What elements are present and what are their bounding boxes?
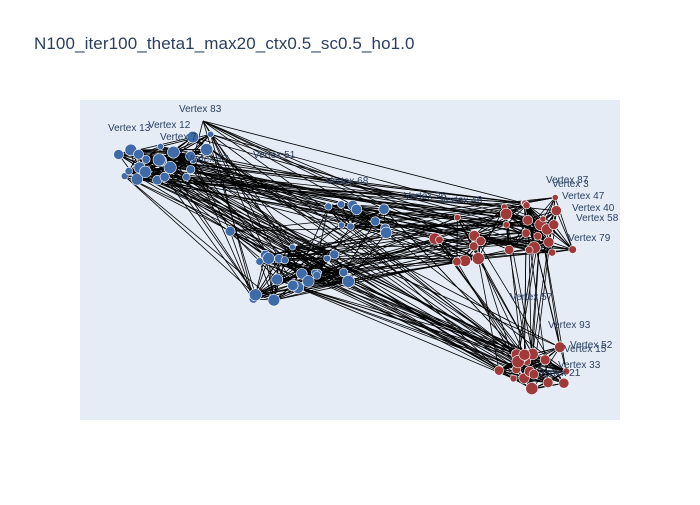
graph-node[interactable] [324,255,331,262]
graph-node[interactable] [351,204,362,215]
graph-node[interactable] [288,280,299,291]
graph-node[interactable] [559,378,569,388]
graph-node[interactable] [325,203,332,210]
vertex-label: Vertex 46 [440,195,483,206]
graph-node[interactable] [552,194,558,200]
vertex-label: Vertex 57 [510,292,553,303]
vertex-label: Vertex 58 [576,213,619,224]
graph-node[interactable] [469,242,478,251]
graph-node[interactable] [544,237,554,247]
graph-node[interactable] [569,246,577,254]
graph-node[interactable] [540,355,550,365]
graph-node[interactable] [519,349,530,360]
graph-node[interactable] [268,294,280,306]
graph-node[interactable] [503,222,510,229]
graph-node[interactable] [436,236,444,244]
graph-node[interactable] [534,232,542,240]
graph-node[interactable] [125,167,133,175]
graph-node[interactable] [134,149,144,159]
chart-title: N100_iter100_theta1_max20_ctx0.5_sc0.5_h… [34,34,415,54]
graph-node[interactable] [140,166,152,178]
graph-node[interactable] [494,366,503,375]
graph-node[interactable] [207,131,213,137]
graph-node[interactable] [157,143,163,149]
vertex-label: Vertex 83 [179,104,222,115]
graph-node[interactable] [337,201,344,208]
graph-node[interactable] [523,215,533,225]
graph-node[interactable] [454,214,460,220]
vertex-label: Vertex 87 [546,175,589,186]
vertex-label: Vertex 21 [538,368,581,379]
graph-node[interactable] [347,223,354,230]
graph-node[interactable] [183,173,191,181]
vertex-label: Vertex 93 [548,320,591,331]
vertex-label: Vertex 51 [253,150,296,161]
graph-node[interactable] [500,208,512,220]
vertex-label: Vertex 68 [326,176,369,187]
graph-node[interactable] [540,216,546,222]
graph-node[interactable] [526,382,538,394]
vertex-label: Vertex 17 [186,154,229,165]
graph-node[interactable] [505,245,514,254]
graph-node[interactable] [249,289,261,301]
graph-node[interactable] [548,249,555,256]
vertex-label: Vertex 15 [564,344,607,355]
graph-node[interactable] [453,257,462,266]
graph-node[interactable] [114,150,124,160]
graph-node[interactable] [303,276,315,288]
graph-node[interactable] [330,250,339,259]
graph-node[interactable] [522,229,530,237]
graph-node[interactable] [510,375,517,382]
vertex-label: Vertex 79 [568,233,611,244]
graph-node[interactable] [551,206,561,216]
graph-node[interactable] [525,246,533,254]
vertex-label: Vertex 7 [160,132,197,143]
graph-node[interactable] [272,274,283,285]
graph-node[interactable] [371,217,380,226]
vertex-label: Vertex 13 [108,123,151,134]
graph-node[interactable] [186,165,195,174]
graph-node[interactable] [379,204,389,214]
graph-node[interactable] [225,226,235,236]
graph-node[interactable] [472,253,484,265]
graph-node[interactable] [281,256,288,263]
vertex-label: Vertex 47 [562,191,605,202]
graph-node[interactable] [342,275,354,287]
graph-node[interactable] [338,222,344,228]
graph-node[interactable] [313,271,321,279]
graph-node[interactable] [167,146,179,158]
vertex-label: Vertex 12 [148,120,191,131]
graph-node[interactable] [523,202,530,209]
graph-node[interactable] [289,244,295,250]
graph-node[interactable] [543,378,553,388]
graph-node[interactable] [549,220,559,230]
graph-node[interactable] [381,227,392,238]
graph-node[interactable] [263,253,275,265]
graph-node[interactable] [153,154,165,166]
